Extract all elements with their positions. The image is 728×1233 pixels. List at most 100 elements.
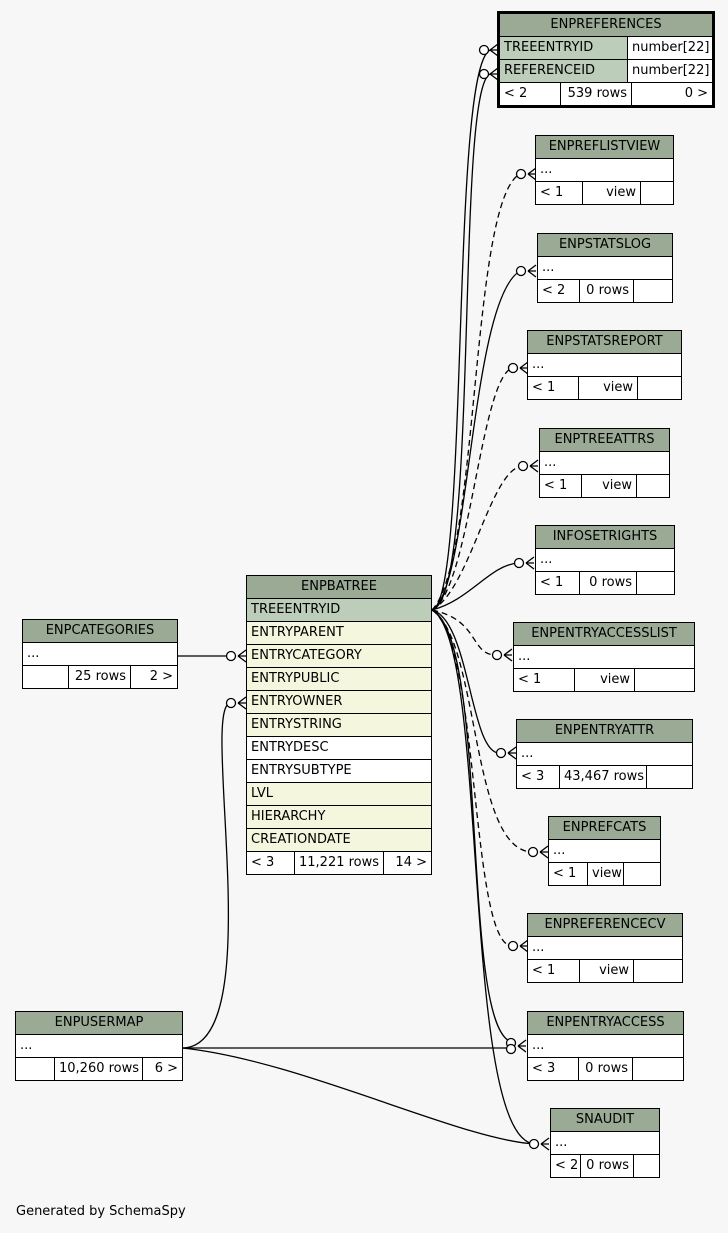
table-title: ENPTREEATTRS <box>540 429 669 452</box>
row-count: view <box>588 863 624 885</box>
row-count: 11,221 rows <box>295 852 384 874</box>
column-ellipsis: ... <box>528 1035 683 1058</box>
child-count <box>635 669 694 691</box>
column-entrystring: ENTRYSTRING <box>247 714 431 737</box>
column-type: number[22] <box>632 40 710 55</box>
child-count <box>633 1058 683 1080</box>
child-count: 6 > <box>154 1061 178 1076</box>
child-count: 14 > <box>395 855 427 870</box>
column-ellipsis: ... <box>540 452 669 475</box>
table-enpstatslog[interactable]: ENPSTATSLOG ... < 2 0 rows <box>537 233 673 303</box>
table-title: ENPREFERENCECV <box>528 914 682 937</box>
table-footer: < 3 43,467 rows <box>517 766 692 788</box>
table-title: ENPBATREE <box>247 576 431 599</box>
table-footer: < 1 view <box>540 475 669 497</box>
column-ellipsis: ... <box>551 1132 659 1155</box>
column-ellipsis: ... <box>528 937 682 960</box>
column-name: REFERENCEID <box>500 60 628 82</box>
column-ellipsis: ... <box>528 354 681 377</box>
table-snaudit[interactable]: SNAUDIT ... < 2 0 rows <box>550 1108 660 1178</box>
child-count <box>624 863 660 885</box>
parent-count: < 3 <box>528 1058 579 1080</box>
row-count: 539 rows <box>561 83 632 105</box>
child-count <box>638 377 681 399</box>
table-enpentryaccess[interactable]: ENPENTRYACCESS ... < 3 0 rows <box>527 1011 684 1081</box>
parent-count <box>16 1058 55 1080</box>
child-count: 2 > <box>149 669 173 684</box>
table-footer: < 2 0 rows <box>538 280 672 302</box>
row-count: 10,260 rows <box>55 1058 143 1080</box>
parent-count: < 1 <box>514 669 575 691</box>
column-ellipsis: ... <box>517 743 692 766</box>
table-title: ENPENTRYATTR <box>517 720 692 743</box>
table-title: ENPREFLISTVIEW <box>536 136 673 159</box>
table-enpreferences[interactable]: ENPREFERENCES TREEENTRYID number[22] REF… <box>497 11 715 108</box>
table-title: ENPREFCATS <box>549 817 660 840</box>
table-title: INFOSETRIGHTS <box>536 526 674 549</box>
row-count: 0 rows <box>580 280 634 302</box>
table-enpreflistview[interactable]: ENPREFLISTVIEW ... < 1 view <box>535 135 674 205</box>
table-enpentryaccesslist[interactable]: ENPENTRYACCESSLIST ... < 1 view <box>513 622 695 692</box>
row-count: 25 rows <box>69 666 131 688</box>
parent-count <box>23 666 69 688</box>
table-enpusermap[interactable]: ENPUSERMAP ... 10,260 rows 6 > <box>15 1011 183 1081</box>
edge-enptreeattrs <box>431 465 523 611</box>
table-footer: 25 rows 2 > <box>23 666 177 688</box>
table-footer: < 3 11,221 rows 14 > <box>247 852 431 874</box>
table-footer: < 2 539 rows 0 > <box>500 83 712 105</box>
edge-enpusermap-entryowner <box>181 702 231 1049</box>
child-count <box>634 280 672 302</box>
table-title: ENPSTATSLOG <box>538 234 672 257</box>
table-enptreeattrs[interactable]: ENPTREEATTRS ... < 1 view <box>539 428 670 498</box>
table-footer: < 1 0 rows <box>536 572 674 594</box>
column-ellipsis: ... <box>514 646 694 669</box>
row-count: 0 rows <box>581 1155 634 1177</box>
edge-enpreferences-referenceid <box>431 73 491 611</box>
table-enpstatsreport[interactable]: ENPSTATSREPORT ... < 1 view <box>527 330 682 400</box>
column-entrycategory: ENTRYCATEGORY <box>247 645 431 668</box>
parent-count: < 1 <box>549 863 588 885</box>
edge-infosetrights <box>431 562 519 611</box>
edge-enpstatsreport <box>431 367 513 611</box>
table-footer: < 1 view <box>514 669 694 691</box>
child-count <box>634 1155 659 1177</box>
child-count: 0 > <box>684 86 708 101</box>
edge-enpreferences-treeentryid <box>431 49 491 611</box>
table-footer: < 2 0 rows <box>551 1155 659 1177</box>
parent-count: < 1 <box>536 182 583 204</box>
column-ellipsis: ... <box>536 159 673 182</box>
table-title: ENPENTRYACCESSLIST <box>514 623 694 646</box>
table-footer: 10,260 rows 6 > <box>16 1058 182 1080</box>
table-footer: < 1 view <box>549 863 660 885</box>
column-lvl: LVL <box>247 783 431 806</box>
table-enpbatree[interactable]: ENPBATREE TREEENTRYID ENTRYPARENT ENTRYC… <box>246 575 432 875</box>
table-title: ENPREFERENCES <box>500 14 712 37</box>
table-title: ENPENTRYACCESS <box>528 1012 683 1035</box>
edge-enpreflistview <box>431 173 521 611</box>
edge-enpusermap-snaudit <box>181 1047 536 1145</box>
table-enpreferencecv[interactable]: ENPREFERENCECV ... < 1 view <box>527 913 683 983</box>
column-ellipsis: ... <box>23 643 177 666</box>
parent-count: < 1 <box>536 572 580 594</box>
edge-enpentryaccesslist <box>431 609 497 656</box>
generated-by-credit: Generated by SchemaSpy <box>16 1204 186 1219</box>
parent-count: < 1 <box>528 377 579 399</box>
child-count <box>634 960 682 982</box>
child-count <box>641 182 673 204</box>
table-infosetrights[interactable]: INFOSETRIGHTS ... < 1 0 rows <box>535 525 675 595</box>
column-entrydesc: ENTRYDESC <box>247 737 431 760</box>
table-footer: < 1 view <box>528 377 681 399</box>
table-enpentryattr[interactable]: ENPENTRYATTR ... < 3 43,467 rows <box>516 719 693 789</box>
table-enpcategories[interactable]: ENPCATEGORIES ... 25 rows 2 > <box>22 619 178 689</box>
column-entrypublic: ENTRYPUBLIC <box>247 668 431 691</box>
parent-count: < 1 <box>540 475 582 497</box>
table-title: SNAUDIT <box>551 1109 659 1132</box>
column-hierarchy: HIERARCHY <box>247 806 431 829</box>
column-entryparent: ENTRYPARENT <box>247 622 431 645</box>
table-enprefcats[interactable]: ENPREFCATS ... < 1 view <box>548 816 661 886</box>
parent-count: < 1 <box>528 960 580 982</box>
row-count: view <box>575 669 635 691</box>
row-count: view <box>582 475 637 497</box>
column-ellipsis: ... <box>536 549 674 572</box>
